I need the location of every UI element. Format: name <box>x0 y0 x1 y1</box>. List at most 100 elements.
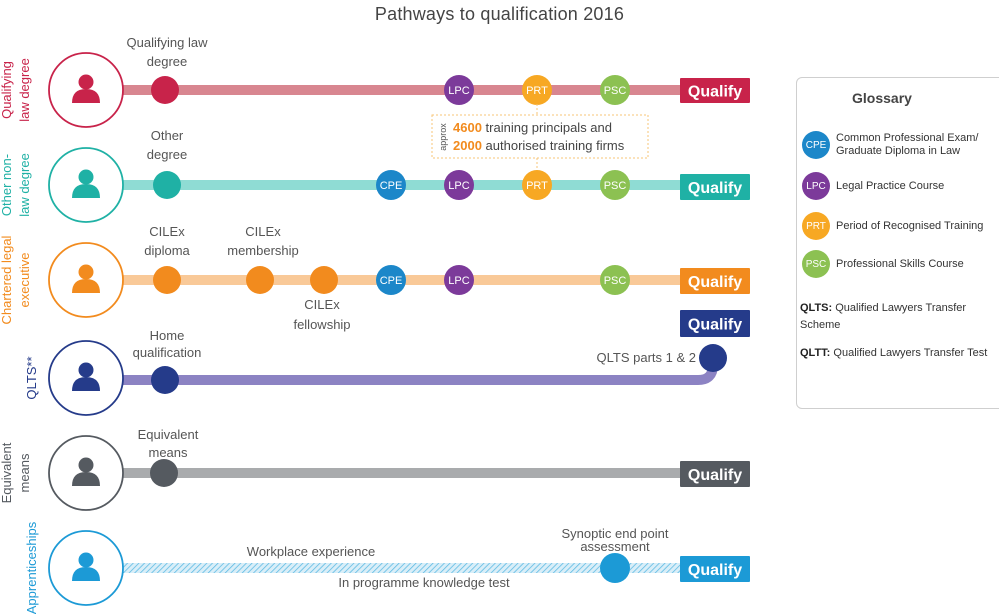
glossary-item-text: Professional Skills Course <box>836 257 964 270</box>
equiv-row-side-label: means <box>17 453 32 493</box>
person-head <box>78 552 94 568</box>
cilex-psc-badge-circle <box>600 265 630 295</box>
qualify-button-bg <box>680 461 750 487</box>
person-body <box>72 567 100 581</box>
other-row-side-label: law degree <box>17 153 32 217</box>
person-head <box>78 169 94 185</box>
cilex-cpe-badge-circle <box>376 265 406 295</box>
glossary-item-lpc: LPC Legal Practice Course <box>802 172 944 200</box>
cilex-membership-label: CILEx <box>245 224 281 239</box>
other-prt-badge-label: PRT <box>526 180 548 192</box>
appr-row-side-label: Apprenticeships <box>24 521 39 614</box>
person-head <box>78 457 94 473</box>
appr-assessment-node <box>600 553 630 583</box>
appr-row-person-icon <box>72 552 100 581</box>
other-degree-node <box>153 171 181 199</box>
other-row-person-icon <box>72 169 100 198</box>
appr-assessment-label: Synoptic end point <box>562 526 669 541</box>
person-head <box>78 362 94 378</box>
prt-note-line1: 4600 training principals and <box>453 120 612 135</box>
glossary-qlts: QLTS: Qualified Lawyers Transfer Scheme <box>800 300 999 334</box>
prt-badge: PRT <box>802 212 830 240</box>
cilex-lpc-badge-circle <box>444 265 474 295</box>
appr-assessment-label: assessment <box>580 539 650 554</box>
glossary-line: Graduate Diploma in Law <box>836 145 961 157</box>
glossary-item-text: Legal Practice Course <box>836 179 945 192</box>
qlts-parts-node <box>699 344 727 372</box>
cilex-row-side-label: executive <box>17 253 32 308</box>
qualify-button-bg <box>680 174 750 200</box>
prt-note-text2: authorised training firms <box>482 138 625 153</box>
qualify-button-bg <box>680 78 750 103</box>
person-head <box>78 264 94 280</box>
glossary-title: Glossary <box>852 90 912 106</box>
qualify-button-label: Qualify <box>688 84 742 101</box>
law-prt-badge-label: PRT <box>526 85 548 97</box>
cilex-lpc-badge-label: LPC <box>448 275 469 287</box>
appr-workplace-label: Workplace experience <box>247 544 375 559</box>
qlts-home-label: Home <box>150 328 185 343</box>
other-cpe-badge-label: CPE <box>380 180 403 192</box>
appr-knowledge-label: In programme knowledge test <box>338 575 510 590</box>
qlts-row-person-icon <box>72 362 100 391</box>
person-body <box>72 184 100 198</box>
glossary-item-cpe: CPE Common Professional Exam/ Graduate D… <box>802 131 978 159</box>
cilex-psc-badge-label: PSC <box>604 275 627 287</box>
qltt-abbr: QLTT: <box>800 347 831 359</box>
glossary-item-text: Period of Recognised Training <box>836 219 984 232</box>
qlts-home-label: qualification <box>133 345 202 360</box>
other-degree-label: degree <box>147 147 187 162</box>
cilex-membership-node <box>246 266 274 294</box>
qlts-abbr: QLTS: <box>800 302 833 314</box>
person-body <box>72 472 100 486</box>
qualify-button-label: Qualify <box>688 274 742 291</box>
cilex-fellowship-label: fellowship <box>293 317 350 332</box>
cilex-diploma-label: CILEx <box>149 224 185 239</box>
qualify-button-bg <box>680 556 750 582</box>
cilex-membership-label: membership <box>227 243 299 258</box>
qlts-text: Qualified Lawyers Transfer Scheme <box>800 302 967 331</box>
lpc-badge: LPC <box>802 172 830 200</box>
person-body <box>72 89 100 103</box>
psc-badge: PSC <box>802 250 830 278</box>
cilex-diploma-node <box>153 266 181 294</box>
law-degree-node <box>151 76 179 104</box>
law-psc-badge-label: PSC <box>604 85 627 97</box>
equiv-node-label: Equivalent <box>138 427 199 442</box>
other-lpc-badge-circle <box>444 170 474 200</box>
qualify-button-bg <box>680 310 750 337</box>
law-prt-badge-circle <box>522 75 552 105</box>
cilex-fellowship-label: CILEx <box>304 297 340 312</box>
prt-note-approx: approx <box>438 123 448 151</box>
qualify-button-label: Qualify <box>688 180 742 197</box>
law-lpc-badge-circle <box>444 75 474 105</box>
cilex-fellowship-node <box>310 266 338 294</box>
law-lpc-badge-label: LPC <box>448 85 469 97</box>
other-prt-badge-circle <box>522 170 552 200</box>
glossary-qltt: QLTT: Qualified Lawyers Transfer Test <box>800 345 999 362</box>
equiv-row-person-icon <box>72 457 100 486</box>
cilex-cpe-badge-label: CPE <box>380 275 403 287</box>
other-cpe-badge-circle <box>376 170 406 200</box>
cpe-badge: CPE <box>802 131 830 159</box>
qltt-text: Qualified Lawyers Transfer Test <box>830 347 988 359</box>
qualify-button-label: Qualify <box>688 467 742 484</box>
person-head <box>78 74 94 90</box>
law-psc-badge-circle <box>600 75 630 105</box>
qualify-button-bg <box>680 268 750 294</box>
cilex-row-person-icon <box>72 264 100 293</box>
appr-track <box>123 563 690 573</box>
prt-note-text1: training principals and <box>482 120 612 135</box>
equiv-row-side-label: Equivalent <box>0 442 14 503</box>
equiv-node-label: means <box>148 445 188 460</box>
law-row-person-icon <box>72 74 100 103</box>
person-body <box>72 279 100 293</box>
law-degree-label: Qualifying law <box>127 35 209 50</box>
law-row-side-label: law degree <box>17 58 32 122</box>
other-psc-badge-circle <box>600 170 630 200</box>
cilex-diploma-label: diploma <box>144 243 190 258</box>
other-psc-badge-label: PSC <box>604 180 627 192</box>
prt-note-num1: 4600 <box>453 120 482 135</box>
